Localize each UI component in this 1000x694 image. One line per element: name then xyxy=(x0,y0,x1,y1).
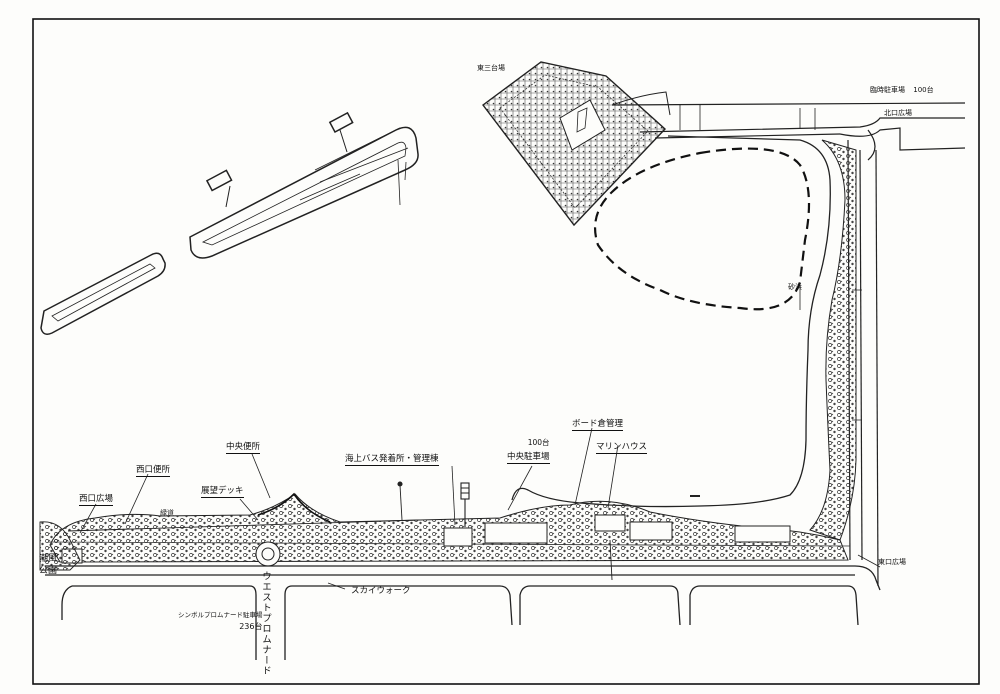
label-central-parking: 100台 中央駐車場 xyxy=(507,438,550,464)
north-road xyxy=(611,91,966,151)
label-symbol-parking: シンボルプロムナード駐車場 236台 xyxy=(178,609,263,633)
label-boat-storage: ボード倉管理 xyxy=(572,419,624,431)
label-central-toilet: 中央便所 xyxy=(226,442,261,454)
lagoon-shoreline xyxy=(511,135,831,508)
label-west-plaza: 西口広場 xyxy=(79,494,114,506)
park-line-2: 公園 xyxy=(39,566,58,576)
label-green-path: 緑道 xyxy=(160,509,174,517)
label-water-bus-terminal: 海上バス発着所・管理棟 xyxy=(345,454,439,466)
label-sand-beach: 砂浜 xyxy=(788,283,802,291)
sand-beach-outline xyxy=(594,147,811,311)
leader-lines xyxy=(79,283,881,590)
water-bus-pier xyxy=(397,481,470,527)
label-temp-parking: 臨時駐車場 100台 xyxy=(870,85,934,95)
label-west-toilet: 西口便所 xyxy=(136,465,171,477)
central-parking-name: 中央駐車場 xyxy=(507,452,550,464)
label-east-plaza: 東口広場 xyxy=(878,558,906,566)
symbol-parking-count: 236台 xyxy=(239,622,263,631)
label-higashi-sanjo: 東三台場 xyxy=(477,64,505,72)
label-west-promenade: ウエストプロムナード xyxy=(260,571,271,676)
label-viewing-deck: 展望デッキ xyxy=(201,486,244,498)
south-boulevard xyxy=(45,539,881,660)
pier-structure xyxy=(189,111,419,259)
label-skywalk: スカイウォーク xyxy=(351,586,411,596)
symbol-parking-name: シンボルプロムナード駐車場 xyxy=(178,611,263,619)
label-north-plaza: 北口広場 xyxy=(884,109,912,117)
temp-parking-name: 臨時駐車場 xyxy=(870,86,905,94)
central-parking-count: 100台 xyxy=(527,438,550,447)
label-marine-house: マリンハウス xyxy=(596,442,648,454)
label-park: 潮風 公園 xyxy=(39,553,57,577)
east-vegetation xyxy=(809,139,857,541)
west-park-area xyxy=(39,521,81,571)
park-line-1: 潮風 xyxy=(39,554,58,564)
temp-parking-count: 100台 xyxy=(913,86,934,94)
central-hill xyxy=(257,492,331,523)
diamond-parking-area xyxy=(482,61,667,227)
map-frame xyxy=(32,18,980,685)
breakwater-strip xyxy=(40,252,166,335)
